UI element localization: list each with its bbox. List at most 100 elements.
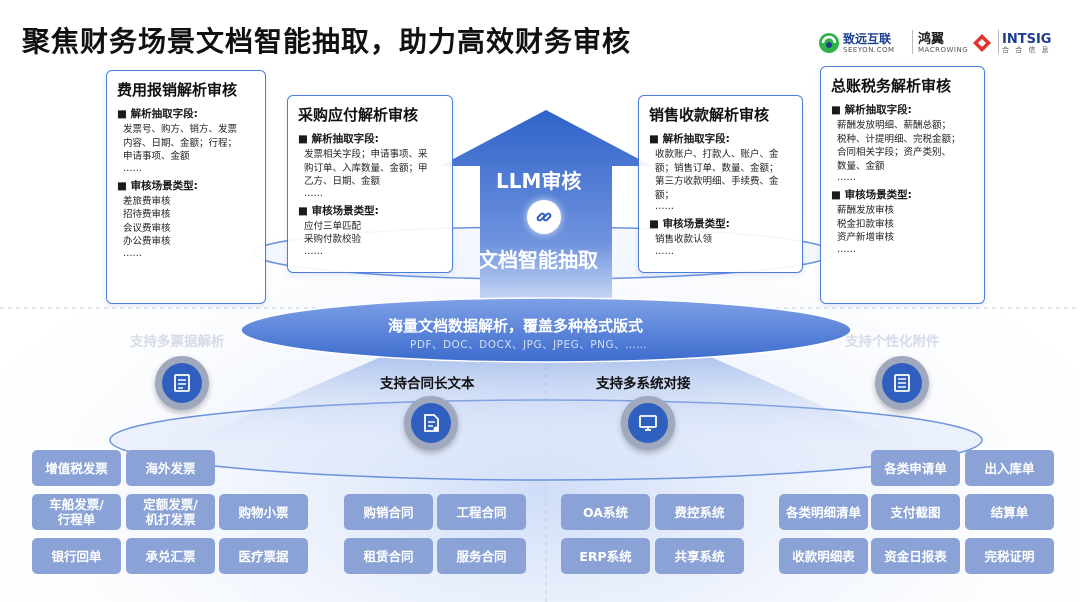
card-title: 总账税务解析审核: [831, 77, 952, 95]
pill-attachment: 各类明细清单: [779, 494, 868, 530]
field-list: 发票相关字段；申请事项、采购订单、入库数量、金额；甲乙方、日期、金额: [298, 148, 442, 189]
pill-contract: 租赁合同: [344, 538, 433, 574]
field-list: 发票号、购方、销方、发票内容、日期、金额；行程； 申请事项、金额: [117, 123, 255, 164]
logo-divider: [912, 30, 913, 54]
card-procurement-payable: 采购应付解析审核 ■ 解析抽取字段: 发票相关字段；申请事项、采购订单、入库数量、金…: [287, 95, 453, 273]
field-heading: ■ 解析抽取字段:: [117, 108, 198, 120]
field-line: 发票号、购方、销方、发票: [123, 124, 238, 135]
receipt-icon: [155, 356, 209, 410]
pill-attachment: 结算单: [965, 494, 1054, 530]
pill-system: ERP系统: [561, 538, 650, 574]
intsig-logo-sub: 合 合 信 息: [1002, 45, 1051, 54]
intsig-logo: INTSIG 合 合 信 息: [1002, 28, 1051, 58]
field-line: 发票相关字段；申请事项、采: [304, 149, 428, 160]
scene-list: 应付三单匹配采购付款校验: [298, 220, 442, 247]
monitor-icon: [621, 396, 675, 450]
pill-invoice: 医疗票据: [219, 538, 308, 574]
field-heading: ■ 解析抽取字段:: [298, 133, 379, 145]
card-expense-reimbursement: 费用报销解析审核■ 解析抽取字段:发票号、购方、销方、发票内容、日期、金额；行程…: [106, 70, 266, 304]
pill-contract: 服务合同: [437, 538, 526, 574]
scene-line: 销售收款认领: [655, 234, 713, 245]
field-line: 乙方、日期、金额: [304, 176, 381, 187]
field-line: 合同相关字段；资产类别、: [837, 147, 952, 158]
feature-label-contract: 支持合同长文本: [380, 376, 475, 392]
ellipsis: ……: [123, 247, 142, 259]
feature-label-attachment: 支持个性化附件: [845, 334, 940, 350]
field-line: 额；: [655, 189, 675, 201]
scene-heading: ■ 审核场景类型:: [117, 179, 198, 192]
arrow-top-label: LLM审核: [496, 169, 582, 193]
card-ledger-tax: 总账税务解析审核 ■ 解析抽取字段: 薪酬发放明细、薪酬总额； 税种、计提明细、完税金…: [820, 66, 985, 304]
seeyon-logo: 致远互联 SEEYON.COM: [818, 28, 895, 58]
arrow-bottom-label: 文档智能抽取: [478, 248, 598, 272]
feature-label-system: 支持多系统对接: [596, 376, 691, 392]
pill-attachment: 资金日报表: [871, 538, 960, 574]
pill-system: 共享系统: [655, 538, 744, 574]
ellipsis: ……: [304, 187, 323, 199]
scene-line: 税金扣款审核: [837, 218, 895, 230]
card-title: 销售收款解析审核: [649, 106, 770, 124]
pill-invoice: 购物小票: [219, 494, 308, 530]
pill-system: 费控系统: [655, 494, 744, 530]
pill-invoice: 车船发票/行程单: [32, 494, 121, 530]
scene-line: 办公费审核: [123, 236, 171, 247]
contract-document-icon: [404, 396, 458, 450]
pill-invoice: 海外发票: [126, 450, 215, 486]
hongyi-logo: 鸿翼 MACROWING: [918, 28, 993, 58]
pill-contract: 工程合同: [437, 494, 526, 530]
scene-line: 会议费审核: [123, 222, 171, 234]
scene-line: 薪酬发放审核: [837, 205, 895, 216]
feature-label-multi-invoice: 支持多票据解析: [130, 334, 225, 350]
scene-line: 资产新增审核: [837, 232, 895, 243]
ring-formats: PDF、DOC、DOCX、JPG、JPEG、PNG、……: [410, 339, 648, 351]
intsig-logo-name: INTSIG: [1002, 31, 1052, 47]
scene-heading: ■ 审核场景类型:: [649, 218, 730, 230]
pill-attachment: 各类申请单: [871, 450, 960, 486]
scene-line: 招待费审核: [123, 209, 171, 220]
pill-attachment: 完税证明: [965, 538, 1054, 574]
scene-list: 薪酬发放审核税金扣款审核资产新增审核: [831, 204, 974, 245]
pill-invoice: 增值税发票: [32, 450, 121, 486]
hongyi-logo-sub: MACROWING: [918, 45, 969, 54]
attachment-list-icon: [875, 356, 929, 410]
scene-heading: ■ 审核场景类型:: [831, 189, 912, 201]
pill-attachment: 收款明细表: [779, 538, 868, 574]
field-line: 申请事项、金额: [123, 151, 190, 162]
pill-system: OA系统: [561, 494, 650, 530]
pill-attachment: 出入库单: [965, 450, 1054, 486]
card-title: 采购应付解析审核: [298, 106, 419, 124]
pill-attachment: 支付截图: [871, 494, 960, 530]
scene-line: 采购付款校验: [304, 234, 362, 245]
hongyi-diamond-icon: [973, 34, 992, 52]
field-line: 收款账户、打款人、账户、金: [655, 149, 779, 160]
scene-line: 差旅费审核: [123, 195, 171, 207]
field-line: 额；销售订单、数量、金额；: [655, 162, 779, 174]
ellipsis: ……: [837, 243, 856, 255]
ring-label: 海量文档数据解析，覆盖多种格式版式: [388, 317, 644, 335]
field-line: 数量、金额: [837, 160, 885, 172]
page-title: 聚焦财务场景文档智能抽取，助力高效财务审核: [22, 25, 632, 58]
seeyon-logo-sub: SEEYON.COM: [843, 45, 895, 54]
ellipsis: ……: [655, 201, 674, 212]
hongyi-logo-name: 鸿翼: [918, 31, 945, 47]
scene-list: 销售收款认领: [649, 233, 792, 247]
field-line: 税种、计提明细、完税金额；: [837, 133, 961, 145]
pill-invoice: 银行回单: [32, 538, 121, 574]
field-heading: ■ 解析抽取字段:: [831, 104, 912, 116]
logo-divider: [998, 30, 999, 54]
field-heading: ■ 解析抽取字段:: [649, 133, 730, 145]
seeyon-swirl-icon: [819, 33, 839, 53]
pill-invoice: 承兑汇票: [126, 538, 215, 574]
field-list: 薪酬发放明细、薪酬总额； 税种、计提明细、完税金额； 合同相关字段；资产类别、数量、…: [831, 119, 974, 173]
field-line: 第三方收款明细、手续费、金: [655, 176, 779, 187]
ellipsis: ……: [837, 172, 856, 183]
scene-list: 差旅费审核招待费审核会议费审核办公费审核: [117, 195, 255, 249]
ellipsis: ……: [655, 245, 674, 257]
card-sales-receipt: 销售收款解析审核 ■ 解析抽取字段: 收款账户、打款人、账户、金额；销售订单、数量、…: [638, 95, 803, 273]
field-line: 内容、日期、金额；行程；: [123, 137, 238, 149]
pill-contract: 购销合同: [344, 494, 433, 530]
field-list: 收款账户、打款人、账户、金额；销售订单、数量、金额； 第三方收款明细、手续费、金额…: [649, 148, 792, 202]
field-line: 薪酬发放明细、薪酬总额；: [837, 120, 952, 131]
pill-invoice: 定额发票/机打发票: [126, 494, 215, 530]
scene-heading: ■ 审核场景类型:: [298, 204, 379, 217]
